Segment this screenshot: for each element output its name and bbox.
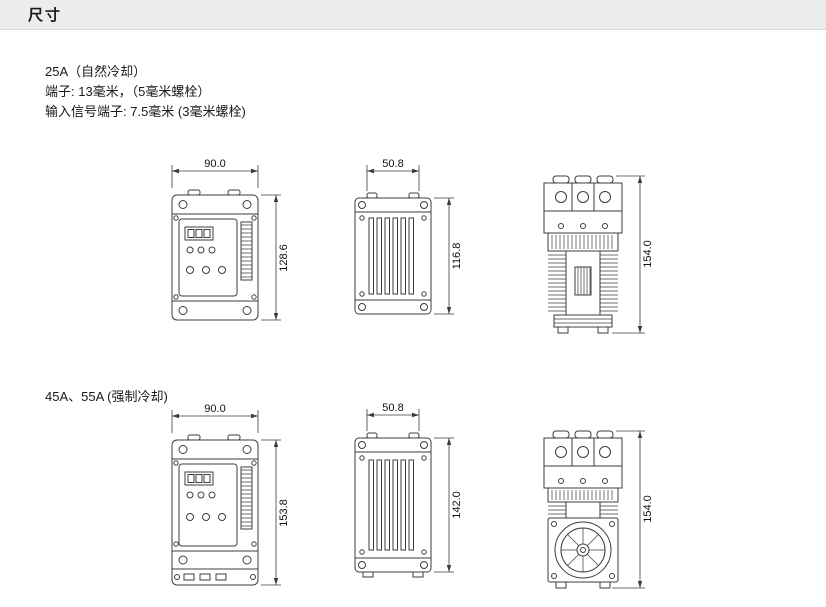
spec-block-25a: 25A（自然冷却） 端子: 13毫米，（5毫米螺栓） 输入信号端子: 7.5毫米… <box>45 62 246 122</box>
drawing-45a-side-view: 50.8 142.0 <box>354 402 463 578</box>
spec-note-terminal: 端子: 13毫米，（5毫米螺栓） <box>45 84 211 99</box>
dim-label-25a-heatsink-height: 154.0 <box>642 240 654 268</box>
front-body <box>171 434 259 586</box>
dim-label-45a-front-height: 153.8 <box>278 499 290 527</box>
dim-label-25a-front-height: 128.6 <box>278 244 290 272</box>
ssr-module-band <box>547 232 619 252</box>
width-dimension <box>171 410 259 433</box>
drawing-25a-heatsink-view: 154.0 <box>543 175 654 334</box>
front-terminal-strip <box>240 221 253 281</box>
drawing-25a-side-view: 50.8 116.8 <box>354 158 463 315</box>
front-display <box>184 226 226 274</box>
dim-label-25a-side-height: 116.8 <box>451 243 463 270</box>
side-body <box>354 192 432 315</box>
dim-label-25a-side-width: 50.8 <box>382 158 403 170</box>
front-terminal-strip <box>240 466 253 530</box>
page-title: 尺寸 <box>28 7 63 24</box>
heatsink-fins <box>548 250 618 315</box>
spec-heading-25a: 25A（自然冷却） <box>45 64 147 79</box>
fan-assembly <box>547 517 619 589</box>
height-dimension <box>261 439 281 586</box>
width-dimension <box>171 165 259 188</box>
width-dimension <box>366 409 420 431</box>
heatsink-base <box>553 314 613 334</box>
spec-heading-45a: 45A、55A (强制冷却) <box>45 389 168 404</box>
front-display <box>184 471 226 521</box>
dim-label-45a-side-height: 142.0 <box>451 491 463 519</box>
side-vent-fins <box>368 459 414 551</box>
drawing-45a-front-view: 90.0 153.8 <box>171 403 290 586</box>
terminal-block <box>543 175 623 234</box>
width-dimension <box>366 165 420 191</box>
terminal-block <box>543 430 623 489</box>
dim-label-45a-front-width: 90.0 <box>204 403 225 415</box>
height-dimension <box>434 197 454 315</box>
spec-note-signal-terminal: 输入信号端子: 7.5毫米 (3毫米螺栓) <box>45 104 246 119</box>
page-header: 尺寸 <box>0 0 826 30</box>
drawing-45a-fan-view: 154.0 <box>543 430 654 589</box>
height-dimension <box>261 194 281 321</box>
drawing-25a-front-view: 90.0 128.6 <box>171 158 290 321</box>
ssr-module-band <box>547 487 619 503</box>
heatsink-fins <box>548 501 618 518</box>
dim-label-25a-front-width: 90.0 <box>204 158 225 170</box>
height-dimension <box>434 437 454 573</box>
height-dimension <box>612 175 645 334</box>
front-body <box>171 189 259 321</box>
side-vent-fins <box>368 217 414 295</box>
side-body <box>354 432 432 578</box>
height-dimension <box>612 430 645 589</box>
dim-label-45a-side-width: 50.8 <box>382 402 403 414</box>
dim-label-45a-heatsink-height: 154.0 <box>642 495 654 523</box>
